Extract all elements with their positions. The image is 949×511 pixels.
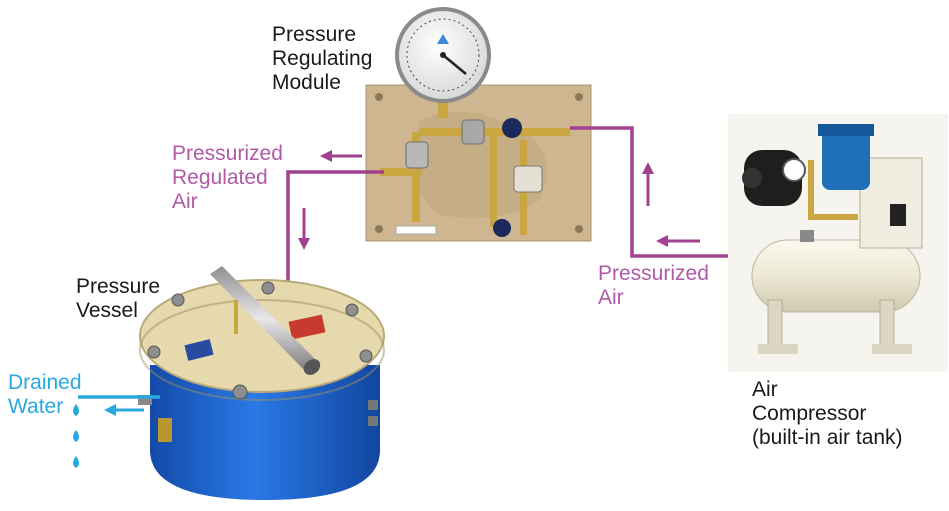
module-label-line: Module (272, 71, 341, 94)
arrow-left-icon (656, 235, 700, 247)
relief-valve-icon (461, 119, 485, 145)
vessel-label: Pressure Vessel (76, 275, 160, 323)
module-label-line: Regulating (272, 47, 373, 70)
regulated-air-label-line: Pressurized (172, 142, 283, 165)
vessel-label-line: Vessel (76, 299, 138, 322)
water-drop-icon (73, 404, 79, 468)
compressor-label-line: (built-in air tank) (752, 426, 903, 449)
module-label-line: Pressure (272, 23, 357, 46)
vessel-label-line: Pressure (76, 275, 161, 298)
compressor-gauge-icon (782, 158, 806, 182)
compressor-to-module-line (570, 126, 742, 258)
air-tank (751, 239, 921, 313)
vessel-lid (139, 279, 385, 393)
pressure-vessel (138, 266, 385, 500)
compressor-label-line: Air (752, 378, 778, 401)
drained-water (73, 395, 160, 468)
regulator-valve-icon (405, 141, 429, 169)
pressurized-air-label-line: Air (598, 286, 624, 309)
compressor-label: Air Compressor (built-in air tank) (752, 378, 903, 450)
arrow-up-icon (642, 162, 654, 206)
knob-icon (493, 219, 511, 237)
arrow-left-icon (320, 150, 362, 162)
regulating-module (365, 7, 592, 242)
regulated-air-label-line: Regulated (172, 166, 268, 189)
filter-icon (513, 165, 543, 193)
pressurized-air-label: Pressurized Air (598, 262, 709, 310)
module-label: Pressure Regulating Module (272, 23, 372, 95)
drained-water-label: Drained Water (8, 371, 82, 419)
drained-water-label-line: Drained (8, 371, 82, 394)
arrow-left-icon (104, 404, 144, 416)
blue-plate (184, 339, 214, 361)
drained-water-label-line: Water (8, 395, 64, 418)
compressor-housing (859, 157, 923, 249)
arrow-down-icon (298, 208, 310, 250)
compressor-label-line: Compressor (752, 402, 867, 425)
air-lines (286, 126, 742, 305)
module-panel-shading (413, 112, 547, 218)
regulated-air-label-line: Air (172, 190, 198, 213)
regulated-air-label: Pressurized Regulated Air (172, 142, 283, 214)
air-compressor (728, 114, 948, 372)
red-plate (288, 314, 326, 340)
vessel-pipe (210, 266, 318, 372)
wing-nut-icon (147, 281, 373, 400)
knob-icon (502, 118, 522, 138)
pressurized-air-label-line: Pressurized (598, 262, 709, 285)
module-to-vessel-line (286, 170, 384, 305)
pump-icon (822, 128, 870, 190)
